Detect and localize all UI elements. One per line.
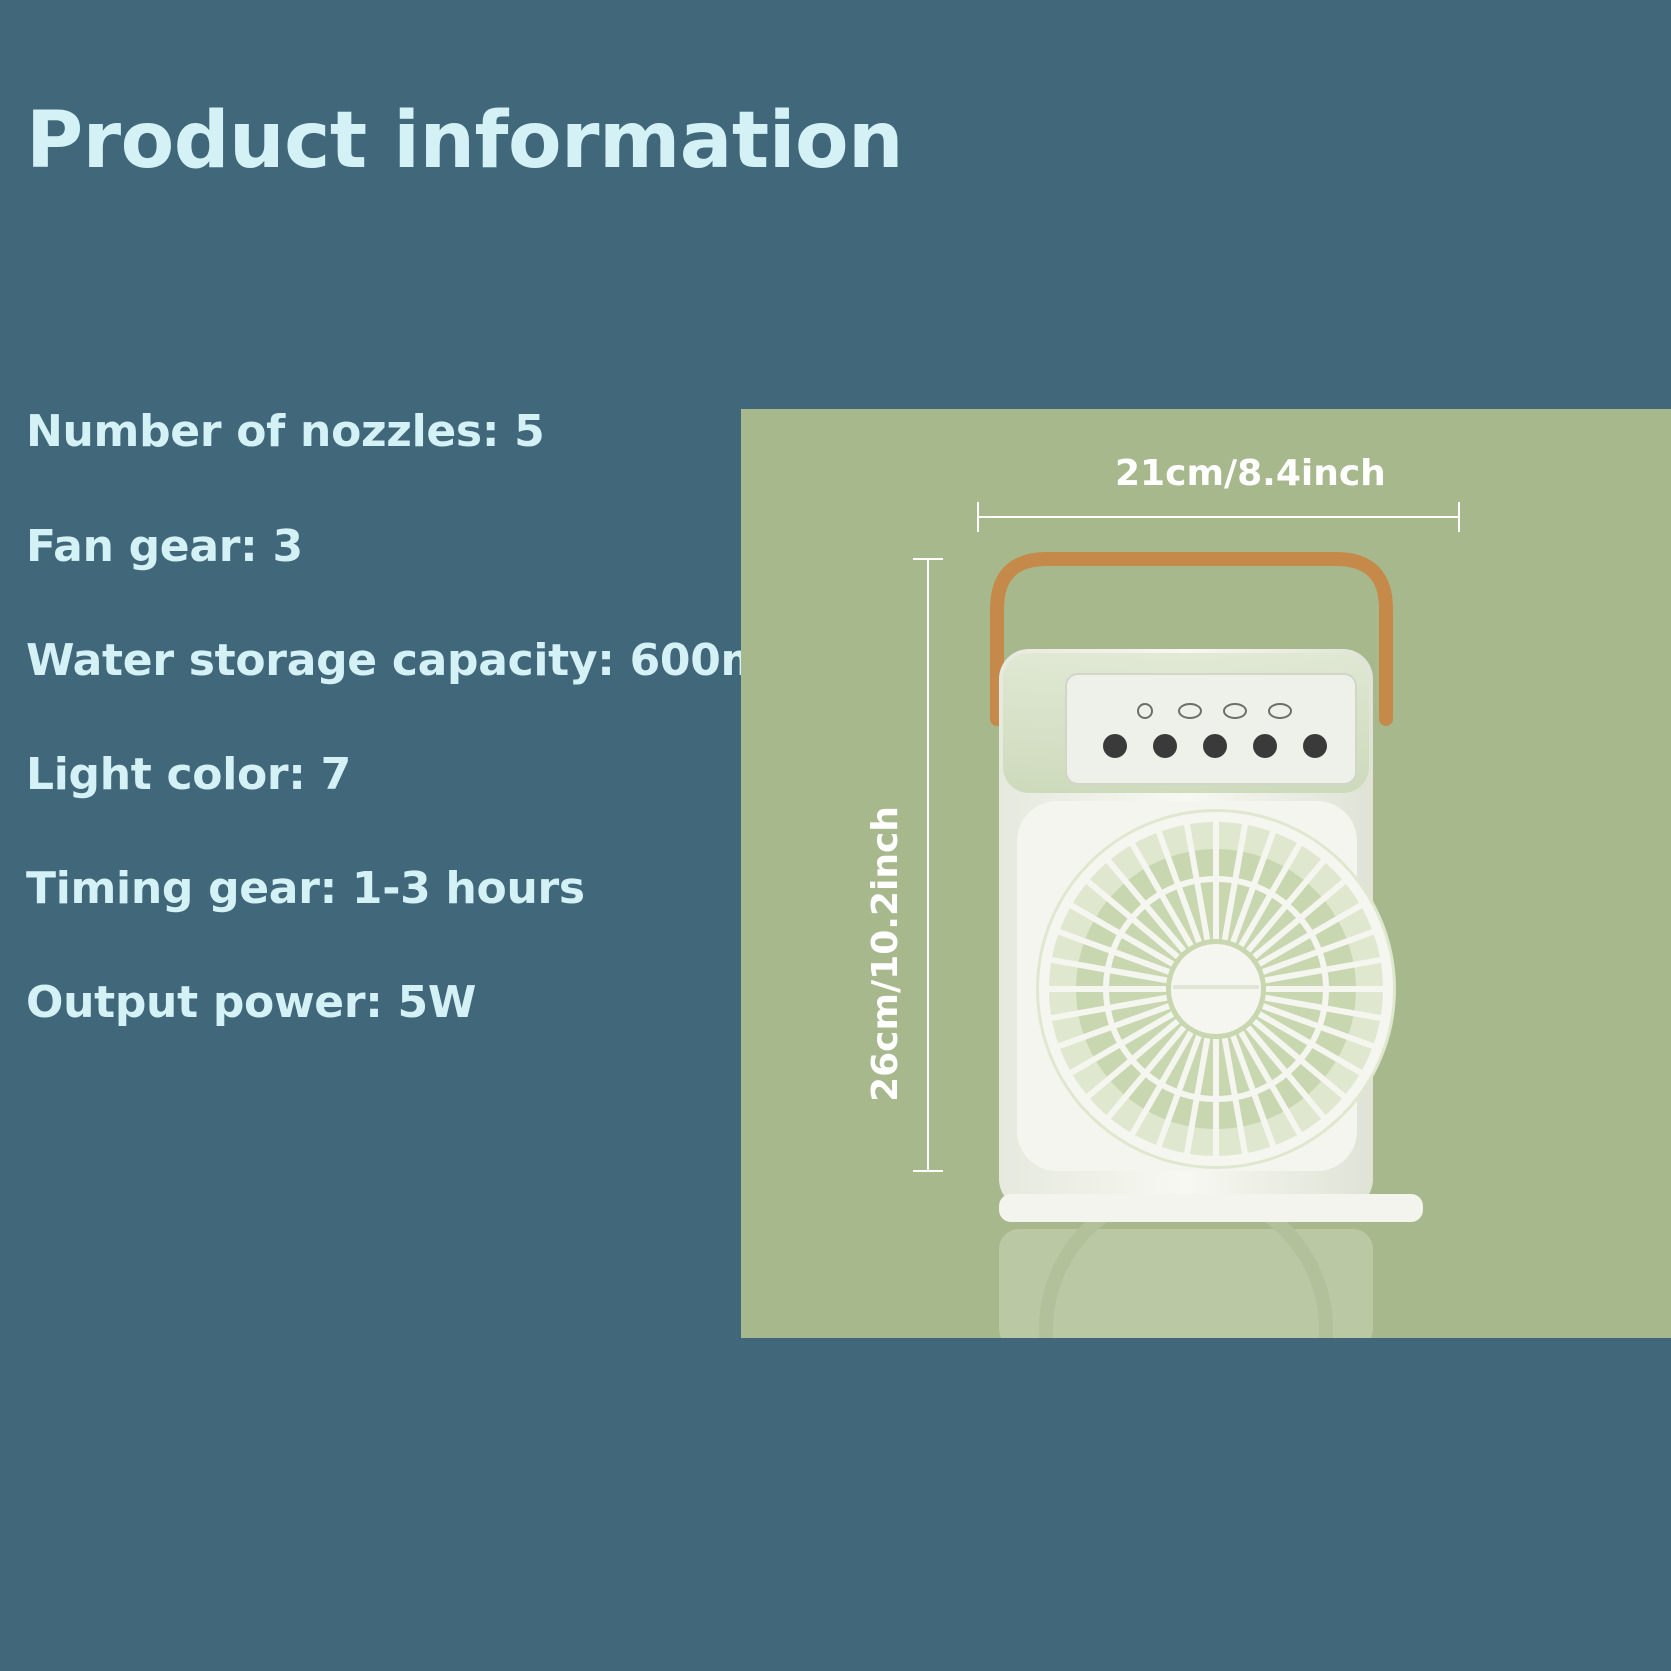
width-label: 21cm/8.4inch (1115, 453, 1386, 494)
height-label: 26cm/10.2inch (865, 806, 906, 1102)
control-panel (1065, 673, 1357, 785)
device-base (999, 1194, 1423, 1222)
control-buttons (1103, 734, 1327, 758)
fan-guard (1036, 809, 1396, 1169)
spec-water-capacity: Water storage capacity: 600ml (26, 635, 781, 686)
page-title: Product information (26, 96, 904, 186)
spec-fan-gear: Fan gear: 3 (26, 521, 303, 572)
spec-timing-gear: Timing gear: 1-3 hours (26, 863, 585, 914)
carry-handle (990, 552, 1393, 726)
spec-light-color: Light color: 7 (26, 749, 351, 800)
control-icons (1137, 703, 1292, 719)
light-icon (1223, 703, 1247, 719)
mini-fan-illustration (913, 502, 1460, 1338)
timer-icon (1268, 703, 1292, 719)
mist-icon (1178, 703, 1202, 719)
width-dimension-line (977, 502, 1460, 532)
height-dimension-line (913, 558, 943, 1172)
fan-icon (1137, 703, 1153, 719)
product-image-panel: 21cm/8.4inch 26cm/10.2inch (741, 409, 1671, 1338)
spec-nozzles: Number of nozzles: 5 (26, 406, 545, 457)
spec-output-power: Output power: 5W (26, 977, 477, 1028)
